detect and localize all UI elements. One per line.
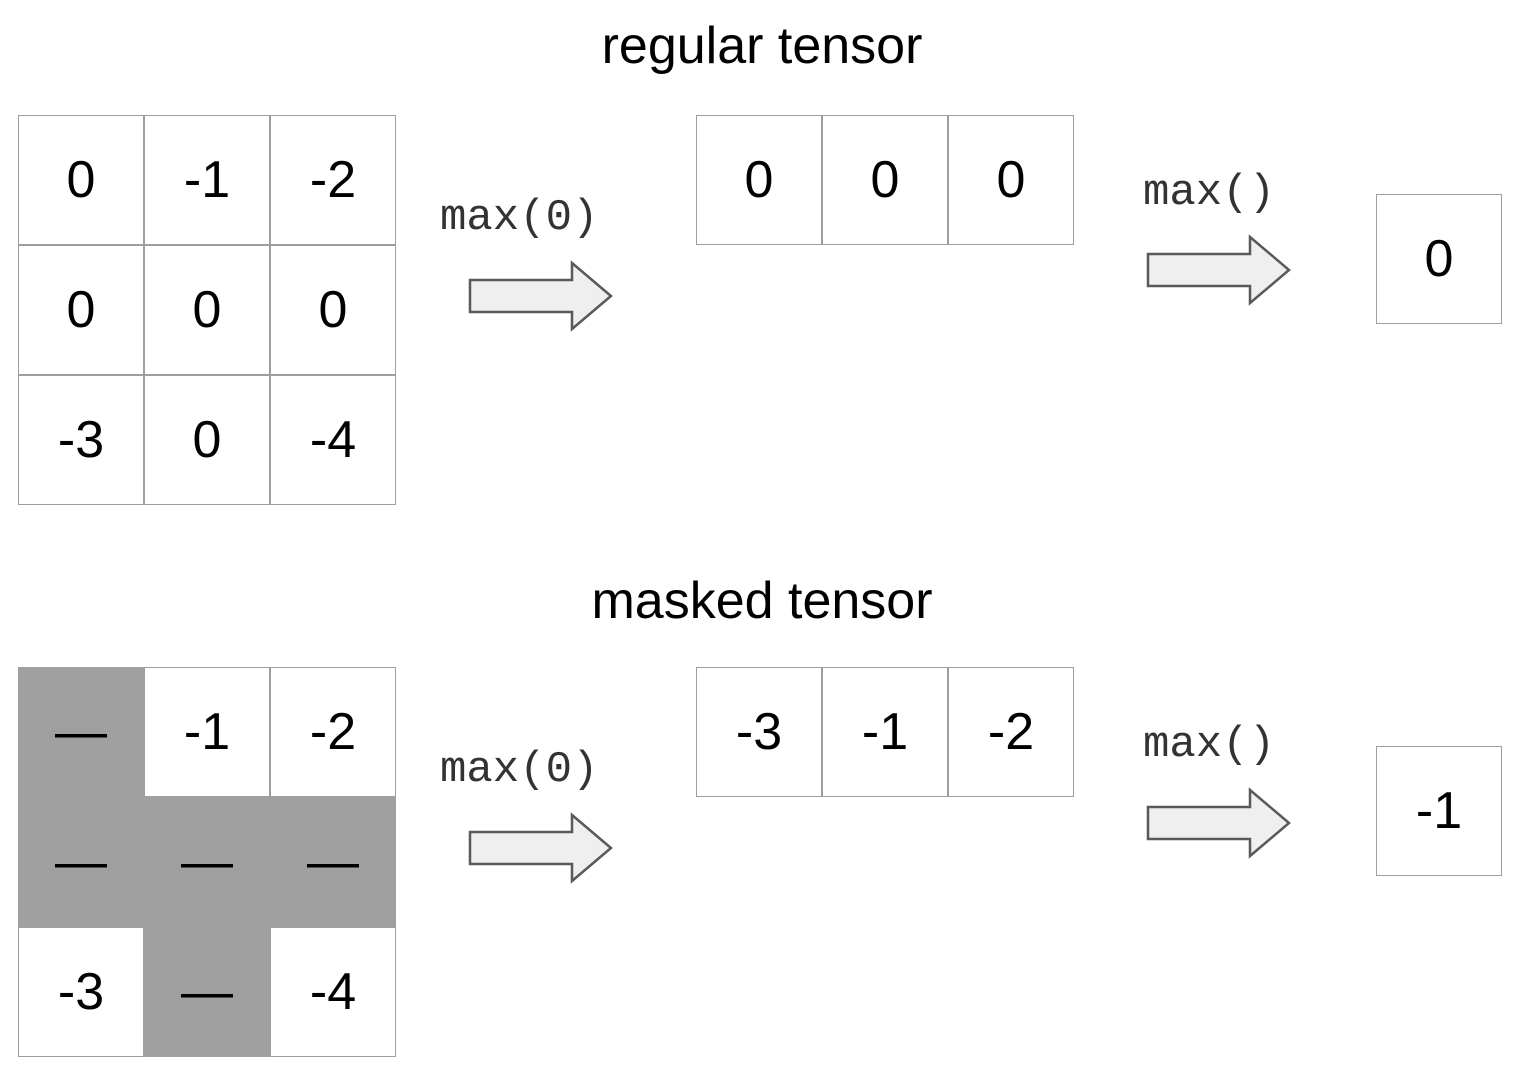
masked-input-cell: -3: [18, 927, 144, 1057]
regular-input-cell: 0: [18, 245, 144, 375]
regular-intermediate-cell: 0: [948, 115, 1074, 245]
regular-input-cell: -1: [144, 115, 270, 245]
masked-input-cell: —: [144, 797, 270, 927]
regular-op-max0-label: max(0): [440, 193, 599, 243]
masked-input-cell: -4: [270, 927, 396, 1057]
regular-result-scalar: 0: [1376, 194, 1502, 324]
regular-input-cell: 0: [18, 115, 144, 245]
masked-result-cell: -1: [1376, 746, 1502, 876]
right-arrow-icon: [468, 812, 613, 884]
masked-intermediate-cell: -1: [822, 667, 948, 797]
masked-tensor-title: masked tensor: [591, 572, 933, 630]
masked-input-cell: -1: [144, 667, 270, 797]
masked-input-matrix: — -1 -2 — — — -3 — -4: [18, 667, 396, 1057]
masked-op-max-label: max(): [1143, 720, 1276, 770]
masked-input-cell: —: [18, 667, 144, 797]
masked-input-cell: —: [144, 927, 270, 1057]
regular-intermediate-vector: 0 0 0: [696, 115, 1074, 245]
masked-result-scalar: -1: [1376, 746, 1502, 876]
regular-input-cell: -3: [18, 375, 144, 505]
masked-input-cell: —: [270, 797, 396, 927]
regular-intermediate-cell: 0: [822, 115, 948, 245]
masked-intermediate-cell: -2: [948, 667, 1074, 797]
masked-intermediate-cell: -3: [696, 667, 822, 797]
regular-result-cell: 0: [1376, 194, 1502, 324]
right-arrow-icon: [1146, 234, 1291, 306]
masked-input-cell: -2: [270, 667, 396, 797]
regular-input-matrix: 0 -1 -2 0 0 0 -3 0 -4: [18, 115, 396, 505]
regular-op-max-label: max(): [1143, 168, 1276, 218]
right-arrow-icon: [1146, 787, 1291, 859]
regular-input-cell: 0: [144, 245, 270, 375]
regular-input-cell: 0: [270, 245, 396, 375]
regular-input-cell: -2: [270, 115, 396, 245]
masked-intermediate-vector: -3 -1 -2: [696, 667, 1074, 797]
regular-intermediate-cell: 0: [696, 115, 822, 245]
masked-op-max0-label: max(0): [440, 745, 599, 795]
regular-input-cell: -4: [270, 375, 396, 505]
regular-input-cell: 0: [144, 375, 270, 505]
masked-input-cell: —: [18, 797, 144, 927]
right-arrow-icon: [468, 260, 613, 332]
regular-tensor-title: regular tensor: [601, 17, 923, 75]
